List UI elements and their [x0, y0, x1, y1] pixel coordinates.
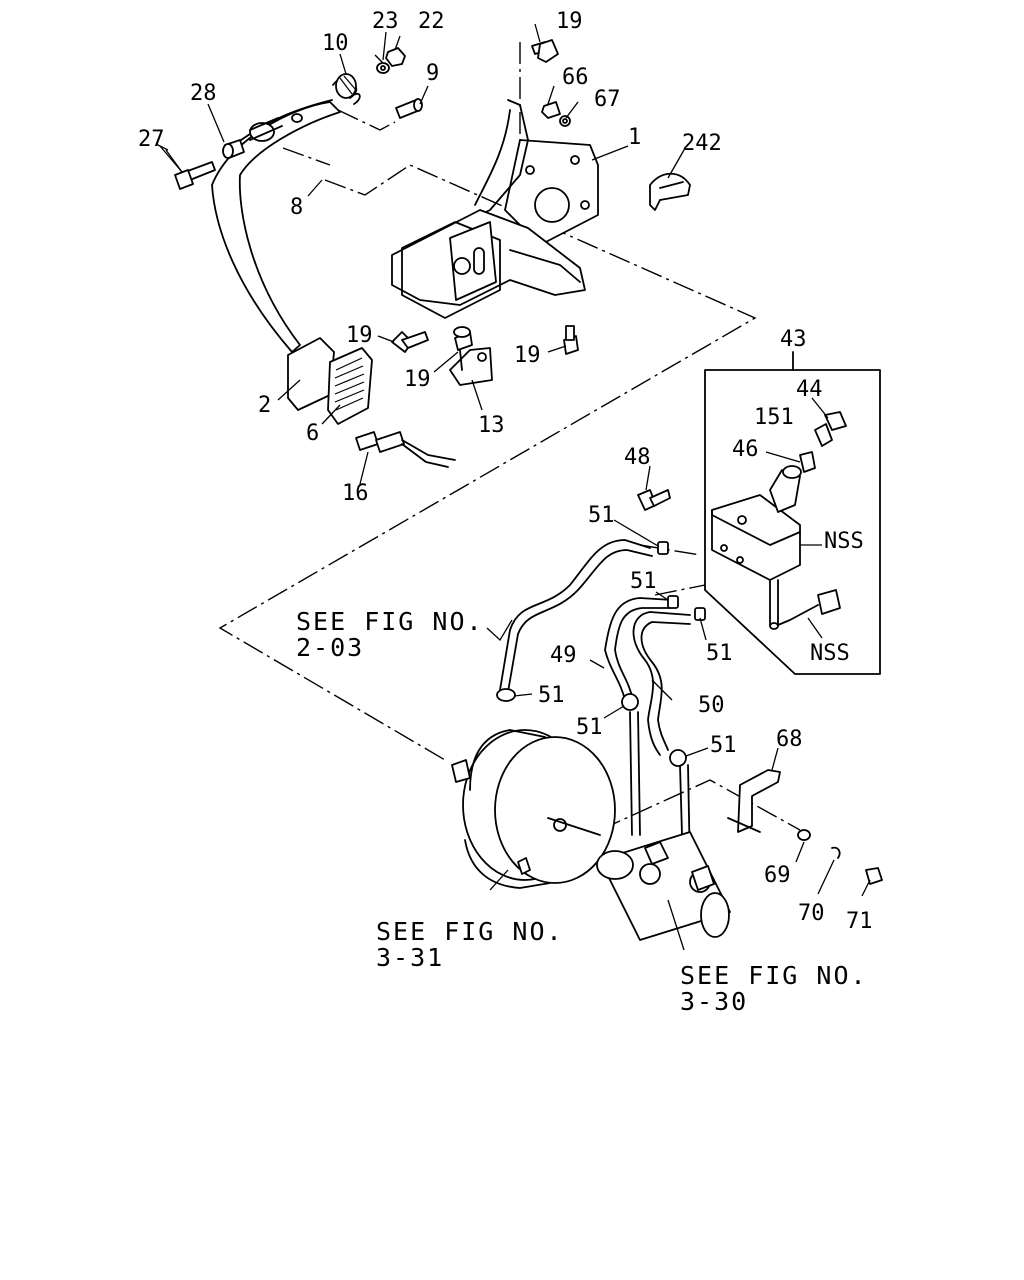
switch-bracket [449, 347, 493, 386]
callout-48: 48 [624, 445, 651, 470]
callout-151: 151 [754, 405, 794, 430]
callout-19-top: 19 [556, 9, 583, 34]
callout-13: 13 [478, 413, 505, 438]
bolts-19 [391, 39, 579, 355]
callout-28: 28 [190, 81, 217, 106]
callout-51-b: 51 [630, 569, 657, 594]
callout-19-left: 19 [346, 323, 373, 348]
pedal-pad [327, 347, 373, 425]
callout-69: 69 [764, 863, 791, 888]
callout-51-d: 51 [538, 683, 565, 708]
reservoir-assembly-box [704, 351, 881, 675]
callout-49: 49 [550, 643, 577, 668]
callout-nss-tank: NSS [824, 529, 864, 554]
clutch-pedal [211, 99, 341, 411]
callout-19-right: 19 [514, 343, 541, 368]
callout-44: 44 [796, 377, 823, 402]
callout-labels: 1 2 6 8 9 10 13 16 19 19 19 19 22 23 27 … [138, 9, 873, 934]
hoses [499, 539, 691, 871]
callout-23: 23 [372, 9, 399, 34]
assembly-guide-lines [218, 42, 801, 831]
callout-19-mid: 19 [404, 367, 431, 392]
callout-27: 27 [138, 127, 165, 152]
callout-70: 70 [798, 901, 825, 926]
callout-6: 6 [306, 421, 319, 446]
ref-fig-3-30-line2: 3-30 [680, 987, 748, 1016]
callout-8: 8 [290, 195, 303, 220]
callout-66: 66 [562, 65, 589, 90]
bracket-68-and-fasteners [727, 769, 883, 885]
ref-fig-2-03-line1: SEE FIG NO. [296, 607, 484, 636]
callout-10: 10 [322, 31, 349, 56]
ref-fig-3-31-line2: 3-31 [376, 943, 444, 972]
callout-51-e: 51 [576, 715, 603, 740]
clutch-switch [355, 431, 456, 468]
callout-242: 242 [682, 131, 722, 156]
callout-51-f: 51 [710, 733, 737, 758]
brake-booster [451, 729, 616, 889]
callout-9: 9 [426, 61, 439, 86]
callout-50: 50 [698, 693, 725, 718]
callout-22: 22 [418, 9, 445, 34]
callout-46: 46 [732, 437, 759, 462]
callout-43: 43 [780, 327, 807, 352]
pedal-bracket [391, 99, 599, 319]
callout-71: 71 [846, 909, 873, 934]
callout-nss-sensor: NSS [810, 641, 850, 666]
callout-51-c: 51 [706, 641, 733, 666]
ref-fig-3-31-line1: SEE FIG NO. [376, 917, 564, 946]
callout-2: 2 [258, 393, 271, 418]
spring-and-fasteners [332, 47, 423, 119]
bolt-48 [637, 489, 671, 511]
ref-fig-2-03-line2: 2-03 [296, 633, 364, 662]
reservoir-tank [711, 411, 847, 630]
callout-1: 1 [628, 125, 641, 150]
master-cylinder [596, 831, 731, 941]
figure-references: SEE FIG NO. 2-03 SEE FIG NO. 3-31 SEE FI… [296, 607, 868, 1016]
nut-washer-clip [541, 101, 691, 211]
callout-67: 67 [594, 87, 621, 112]
bushing-and-bolt [174, 139, 245, 190]
callout-16: 16 [342, 481, 369, 506]
callout-51-a: 51 [588, 503, 615, 528]
callout-68: 68 [776, 727, 803, 752]
ref-fig-3-30-line1: SEE FIG NO. [680, 961, 868, 990]
leader-lines [155, 23, 871, 951]
